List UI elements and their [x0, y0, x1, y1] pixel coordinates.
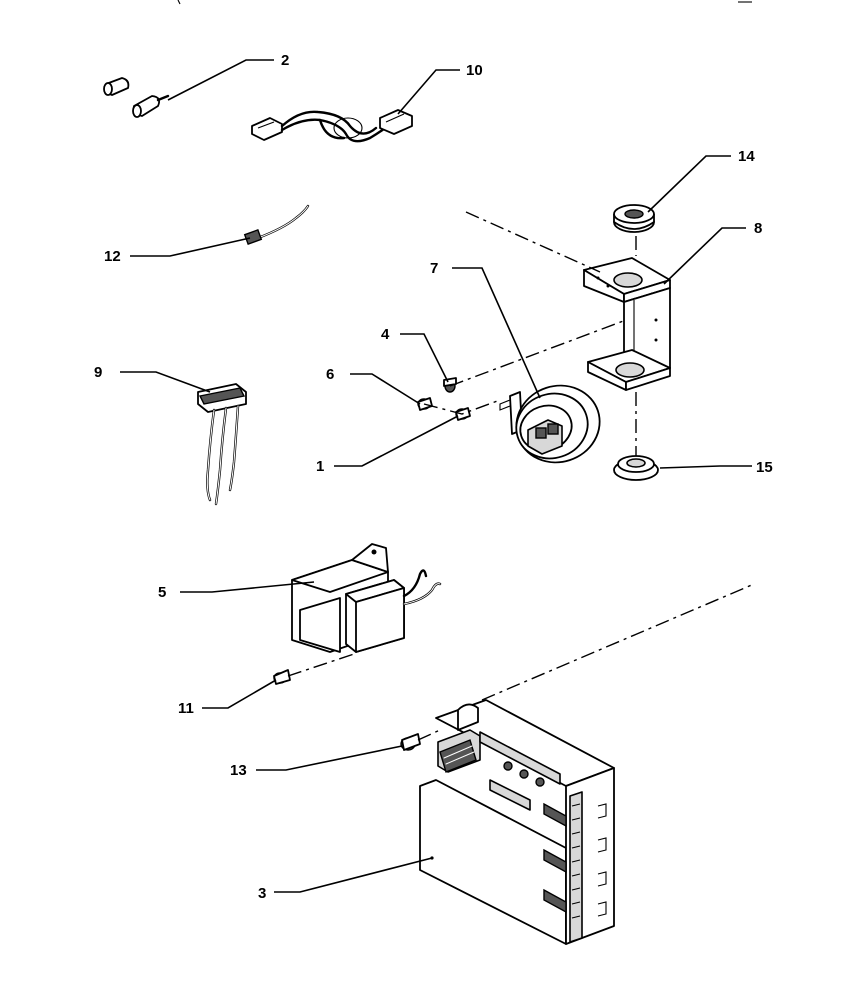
callout-label-15: 15 [756, 459, 773, 476]
callout-label-1: 1 [316, 458, 324, 475]
part-14-top-grommet [613, 204, 655, 233]
callout-label-11: 11 [178, 700, 194, 717]
part-10-wire-harness [251, 109, 413, 143]
part-12-wire-lead [243, 204, 310, 245]
assembly-guide-lines [287, 211, 755, 741]
callout-label-13: 13 [230, 762, 247, 779]
part-5-transformer [291, 543, 442, 653]
callout-label-7: 7 [430, 260, 438, 277]
callout-label-12: 12 [104, 248, 121, 265]
callout-label-10: 10 [466, 62, 483, 79]
part-2-wire-caps [103, 77, 170, 118]
part-15-bottom-grommet [613, 455, 659, 481]
callout-label-14: 14 [738, 148, 755, 165]
part-13-screw [400, 733, 421, 751]
callout-label-2: 2 [281, 52, 289, 69]
callout-label-4: 4 [381, 326, 390, 343]
callout-label-8: 8 [754, 220, 762, 237]
callout-label-6: 6 [326, 366, 334, 383]
callout-label-3: 3 [258, 885, 266, 902]
callout-labels: 1 2 3 4 5 6 7 8 9 10 11 12 13 14 15 [94, 52, 773, 902]
part-8-mounting-bracket [583, 257, 671, 391]
callout-label-9: 9 [94, 364, 102, 381]
leader-lines [120, 59, 752, 893]
page-edge-marks [177, 0, 752, 5]
part-9-connector-harness [197, 383, 247, 506]
callout-label-5: 5 [158, 584, 166, 601]
part-7-pressure-switch [499, 384, 601, 464]
part-11-screw [273, 669, 291, 685]
part-3-control-module [419, 699, 615, 945]
